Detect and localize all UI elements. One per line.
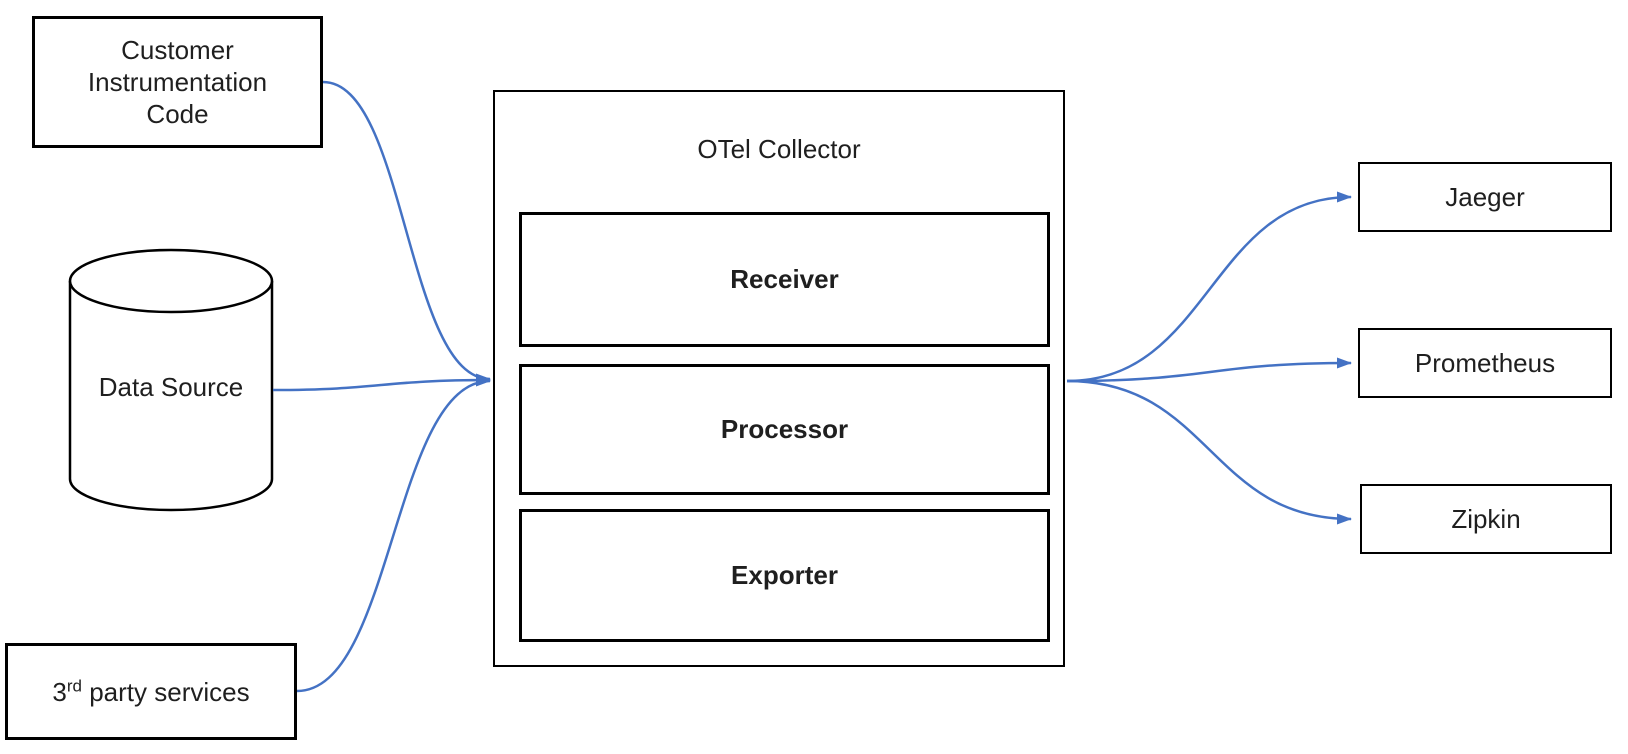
arrow-collector-to-zipkin xyxy=(1066,379,1352,525)
node-third-party-services: 3rd party services xyxy=(5,643,297,740)
label-prefix: 3 xyxy=(52,676,67,707)
arrow-third-party-to-collector xyxy=(296,375,491,693)
otel-collector-title: OTel Collector xyxy=(697,134,861,164)
arrow-data-source-to-collector xyxy=(272,374,491,392)
arrow-customer-instrumentation-to-collector xyxy=(322,80,491,385)
node-jaeger: Jaeger xyxy=(1358,162,1612,232)
node-receiver: Receiver xyxy=(519,212,1050,347)
node-otel-collector: OTel Collector Receiver Processor Export… xyxy=(493,90,1065,667)
label-rest: party services xyxy=(81,676,250,707)
node-label: Customer Instrumentation Code xyxy=(88,34,267,130)
label-line-1: Customer xyxy=(121,35,234,65)
arrow-collector-to-prometheus xyxy=(1066,357,1352,383)
node-prometheus: Prometheus xyxy=(1358,328,1612,398)
node-customer-instrumentation-code: Customer Instrumentation Code xyxy=(32,16,323,148)
node-data-source-label: Data Source xyxy=(98,372,244,402)
data-source-cylinder xyxy=(68,248,274,512)
arrow-collector-to-jaeger xyxy=(1066,191,1352,383)
label-superscript: rd xyxy=(66,675,82,695)
label-line-2: Instrumentation xyxy=(87,67,268,97)
label-line-3: Code xyxy=(146,99,209,129)
node-exporter: Exporter xyxy=(519,509,1050,642)
node-label: 3rd party services xyxy=(52,676,249,708)
node-processor: Processor xyxy=(519,364,1050,495)
node-zipkin: Zipkin xyxy=(1360,484,1612,554)
